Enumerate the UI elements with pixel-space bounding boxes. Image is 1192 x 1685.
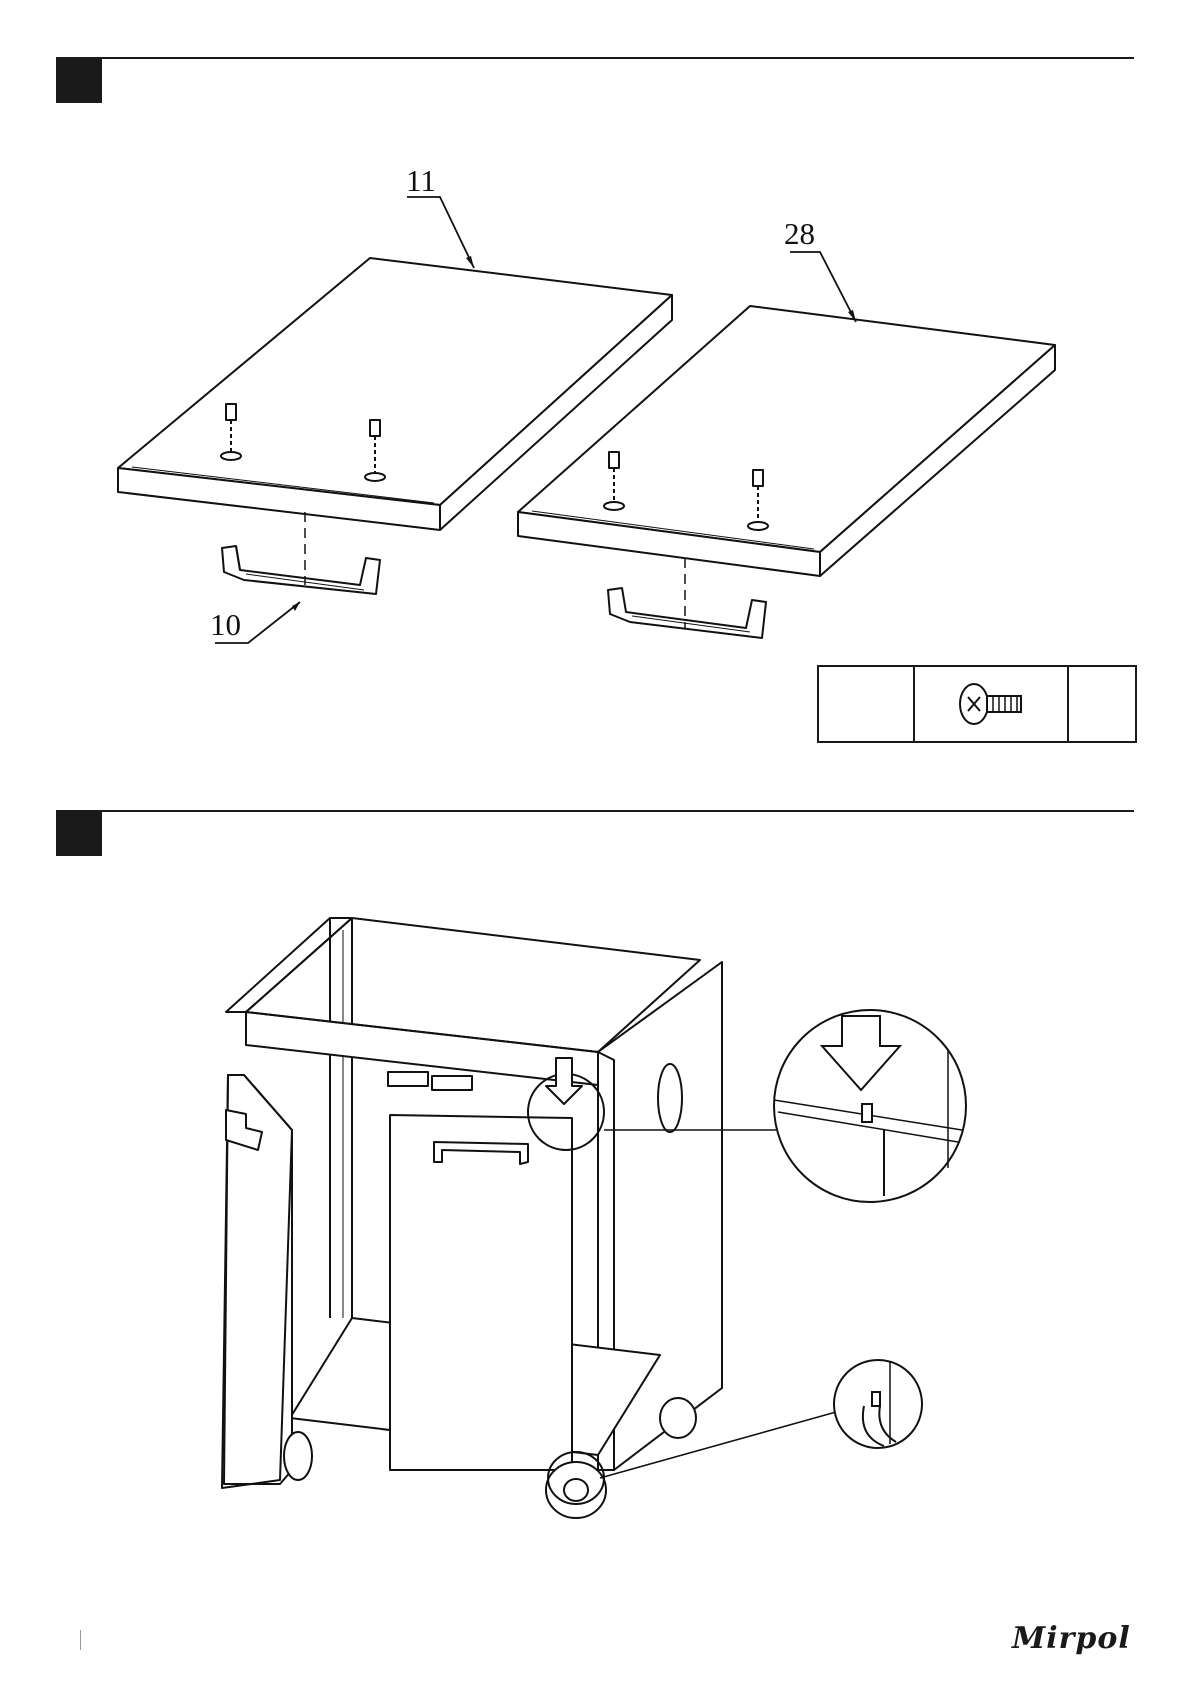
brand-logo: Mirpol [1010, 1618, 1134, 1658]
detail-callout-bottom [834, 1360, 922, 1448]
center-door [390, 1115, 572, 1470]
page-number-divider [80, 1630, 81, 1650]
brand-name: Mirpol [1011, 1621, 1131, 1656]
vent-slot [388, 1072, 428, 1086]
vent-slot [432, 1076, 472, 1090]
detail-callout-top [774, 1010, 966, 1202]
left-door [222, 1075, 292, 1488]
